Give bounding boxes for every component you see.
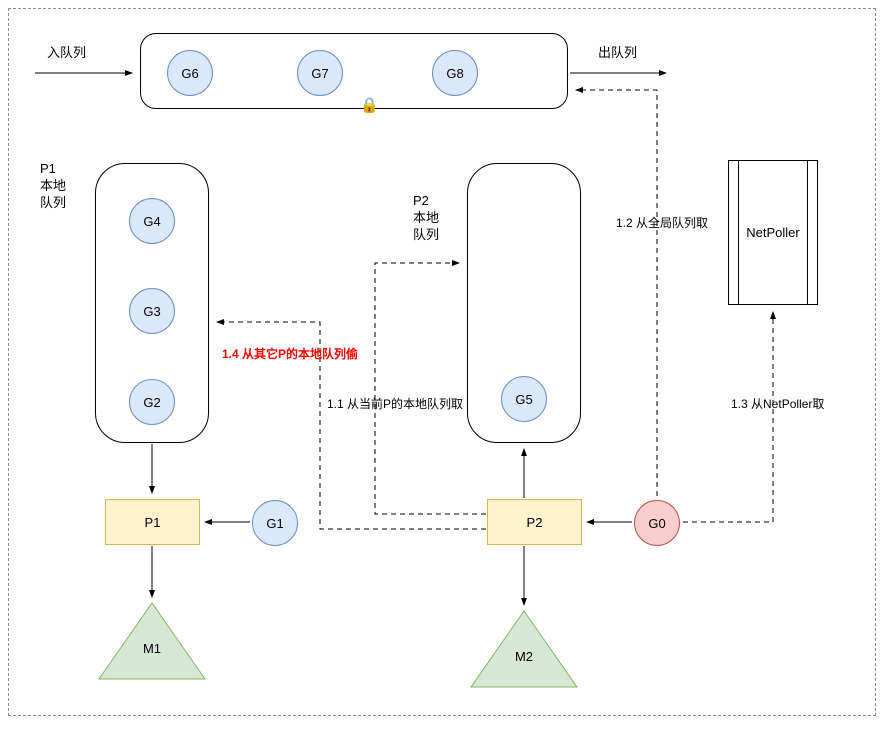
netpoller-left-bar	[738, 161, 739, 304]
goroutine-g2: G2	[129, 379, 175, 425]
goroutine-g5: G5	[501, 376, 547, 422]
global-queue-box	[140, 33, 568, 109]
goroutine-g6: G6	[167, 50, 213, 96]
goroutine-g1: G1	[252, 500, 298, 546]
dashed-path-1-4-steal	[216, 319, 486, 530]
machine-m2-triangle	[470, 610, 578, 688]
dequeue-label: 出队列	[598, 45, 638, 60]
annotation-step-1-3: 1.3 从NetPoller取	[731, 397, 825, 411]
p2-queue-label: P2本地队列	[413, 193, 440, 242]
machine-m1-label: M1	[142, 641, 162, 656]
dashed-path-1-2-global-queue	[575, 87, 658, 496]
netpoller-box: NetPoller	[728, 160, 818, 305]
processor-p2: P2	[487, 499, 582, 545]
processor-p1: P1	[105, 499, 200, 545]
machine-m1-triangle	[98, 602, 206, 680]
goroutine-g3: G3	[129, 288, 175, 334]
netpoller-label: NetPoller	[746, 225, 800, 240]
enqueue-label: 入队列	[47, 45, 87, 60]
lock-icon: 🔒	[360, 97, 379, 114]
dashed-path-1-1-local-queue	[374, 260, 486, 515]
goroutine-g8: G8	[432, 50, 478, 96]
goroutine-g7: G7	[297, 50, 343, 96]
dashed-path-1-3-netpoller	[683, 311, 776, 523]
p1-queue-label: P1本地队列	[40, 161, 67, 210]
annotation-step-1-4: 1.4 从其它P的本地队列偷	[222, 347, 359, 361]
netpoller-right-bar	[807, 161, 808, 304]
goroutine-g0: G0	[634, 500, 680, 546]
machine-m2-label: M2	[514, 649, 534, 664]
goroutine-g4: G4	[129, 198, 175, 244]
annotation-step-1-2: 1.2 从全局队列取	[616, 216, 709, 230]
annotation-step-1-1: 1.1 从当前P的本地队列取	[327, 397, 464, 411]
